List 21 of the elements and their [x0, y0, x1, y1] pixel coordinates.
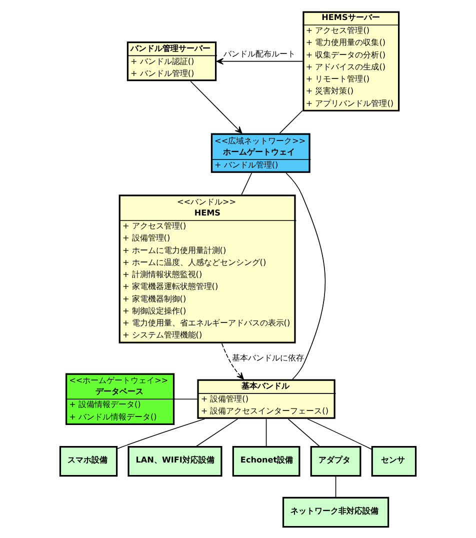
connector [116, 418, 206, 450]
edge-label: 基本バンドルに依存 [232, 352, 304, 362]
edge-label: バンドル配布ルート [224, 48, 296, 58]
node-box: センサ [371, 446, 417, 477]
arrow [216, 58, 304, 65]
connector [174, 398, 198, 400]
node-box: Echonet設備 [232, 446, 300, 477]
connector [266, 418, 267, 447]
connector [286, 172, 326, 380]
node-box: アダプタ [310, 446, 362, 477]
node-box: スマホ設備 [59, 446, 118, 477]
arrow [190, 80, 242, 134]
connector [279, 110, 303, 134]
node-box: LAN、WIFI対応設備 [128, 446, 222, 477]
node-box: ネットワーク非対応設備 [282, 496, 390, 528]
connector [288, 418, 320, 448]
connector [307, 418, 372, 450]
connector [195, 418, 238, 448]
connector [241, 172, 252, 195]
connector [335, 476, 336, 498]
arrow [222, 343, 244, 380]
